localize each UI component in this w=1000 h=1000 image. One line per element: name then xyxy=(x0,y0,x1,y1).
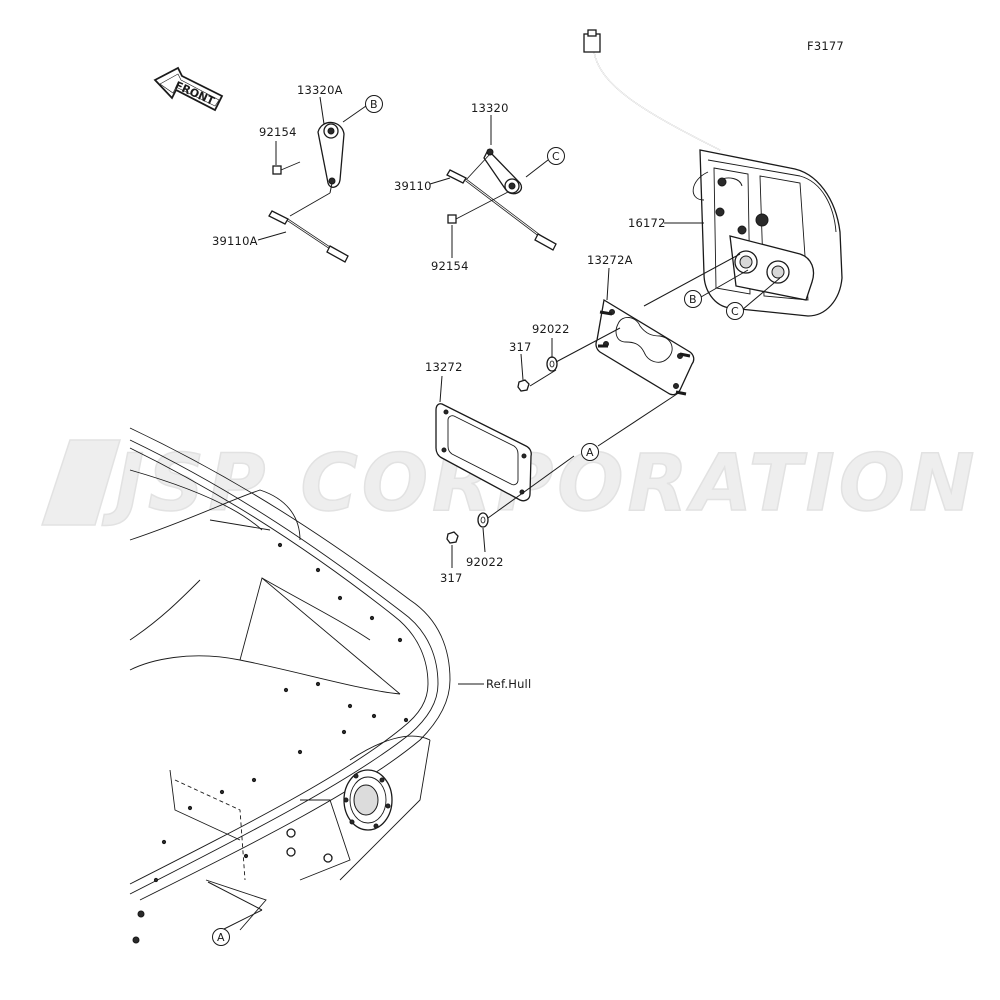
cable-39110A xyxy=(268,182,349,263)
gasket-13272 xyxy=(435,403,532,502)
nut-317-bottom xyxy=(446,531,459,544)
cable-39110 xyxy=(446,153,557,251)
cable-assembly-left xyxy=(268,121,349,263)
lever-13320A xyxy=(317,121,345,188)
leader-lines xyxy=(207,96,781,931)
svg-text:A: A xyxy=(217,931,225,944)
meter-display-16172 xyxy=(583,29,843,317)
washer-92022-bottom xyxy=(477,512,489,528)
svg-text:B: B xyxy=(689,293,697,306)
callout-c-lower: C xyxy=(726,302,744,320)
washer-92022-top xyxy=(546,356,558,372)
callout-a-lower: A xyxy=(212,928,230,946)
svg-text:B: B xyxy=(370,98,378,111)
watermark-text: JSP CORPORATION xyxy=(102,439,978,529)
watermark: JSP CORPORATION xyxy=(40,438,978,530)
nut-317-top xyxy=(517,379,530,392)
part-label-13272A: 13272A xyxy=(587,253,633,267)
cable-assembly-middle xyxy=(446,148,557,251)
part-label-13320A: 13320A xyxy=(297,83,343,97)
part-label-13272: 13272 xyxy=(425,360,463,374)
bolt-92154-middle xyxy=(447,191,509,224)
callout-a-upper: A xyxy=(581,443,599,461)
figure-code: F3177 xyxy=(807,39,844,53)
watermark-logo-mark xyxy=(40,439,122,526)
hull-reference xyxy=(129,427,451,944)
part-label-92022-bottom: 92022 xyxy=(466,555,504,569)
part-label-317-bottom: 317 xyxy=(440,571,463,585)
part-label-92154-left: 92154 xyxy=(259,125,297,139)
part-labels: 13320A 92154 39110A 13320 39110 92154 16… xyxy=(212,83,666,691)
part-label-39110: 39110 xyxy=(394,179,432,193)
callouts: B C B C A A xyxy=(212,95,744,946)
part-label-92022-top: 92022 xyxy=(532,322,570,336)
callout-b-upper: B xyxy=(365,95,383,113)
stud-bolts xyxy=(598,310,691,396)
hull-port-flange xyxy=(343,769,393,831)
svg-text:C: C xyxy=(731,305,739,318)
part-label-16172: 16172 xyxy=(628,216,666,230)
part-label-13320: 13320 xyxy=(471,101,509,115)
bolt-92154-left xyxy=(272,161,301,175)
front-arrow-icon: FRONT xyxy=(153,66,224,112)
harness-connector xyxy=(583,33,601,53)
part-label-39110A: 39110A xyxy=(212,234,258,248)
svg-text:C: C xyxy=(552,150,560,163)
callout-c-upper: C xyxy=(547,147,565,165)
part-label-92154-middle: 92154 xyxy=(431,259,469,273)
callout-b-lower: B xyxy=(684,290,702,308)
ref-hull-label: Ref.Hull xyxy=(486,677,531,691)
svg-text:A: A xyxy=(586,446,594,459)
part-label-317-top: 317 xyxy=(509,340,532,354)
